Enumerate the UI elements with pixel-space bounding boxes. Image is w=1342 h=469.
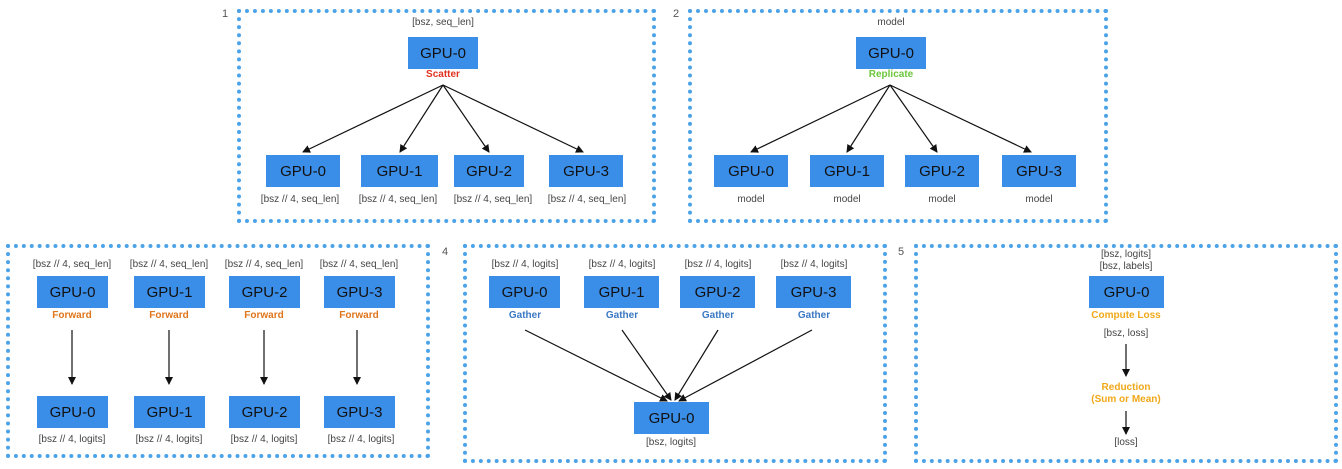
- panel1-op-scatter: Scatter: [426, 69, 460, 80]
- panel3-target-gpu-2: GPU-2: [229, 396, 300, 428]
- panel1-input-label: [bsz, seq_len]: [412, 17, 474, 28]
- panel3-bottom-label-2: [bsz // 4, logits]: [230, 434, 298, 445]
- panel5-input-label-2: [bsz, labels]: [1099, 261, 1153, 272]
- panel1-target-gpu-1: GPU-1: [361, 155, 438, 187]
- panel2-target-label-1: model: [833, 194, 861, 205]
- panel3-source-gpu-0: GPU-0: [37, 276, 108, 308]
- panel5-loss-label: [bsz, loss]: [1103, 328, 1149, 339]
- panel3-forward: [6, 244, 430, 458]
- panel3-target-gpu-3: GPU-3: [324, 396, 395, 428]
- panel4-target-label: [bsz, logits]: [645, 437, 697, 448]
- panel4-op-gather-1: Gather: [605, 310, 639, 321]
- panel2-target-label-2: model: [928, 194, 956, 205]
- panel2-input-label: model: [877, 17, 905, 28]
- panel1-target-label-0: [bsz // 4, seq_len]: [260, 194, 340, 205]
- panel1-target-label-3: [bsz // 4, seq_len]: [547, 194, 627, 205]
- panel4-top-label-1: [bsz // 4, logits]: [588, 259, 656, 270]
- panel4-target-gpu: GPU-0: [634, 402, 709, 434]
- panel2-replicate: [688, 9, 1108, 223]
- panel2-source-gpu: GPU-0: [856, 37, 926, 69]
- panel3-top-label-3: [bsz // 4, seq_len]: [319, 259, 399, 270]
- panel1-target-gpu-0: GPU-0: [266, 155, 340, 187]
- panel3-target-gpu-0: GPU-0: [37, 396, 108, 428]
- panel3-top-label-1: [bsz // 4, seq_len]: [129, 259, 209, 270]
- panel3-source-gpu-2: GPU-2: [229, 276, 300, 308]
- panel4-top-label-0: [bsz // 4, logits]: [491, 259, 559, 270]
- panel5-loss: [914, 244, 1338, 463]
- panel1-target-gpu-3: GPU-3: [549, 155, 623, 187]
- panel4-number: 4: [442, 246, 449, 258]
- panel4-source-gpu-3: GPU-3: [776, 276, 851, 308]
- panel2-op-replicate: Replicate: [868, 69, 914, 80]
- panel3-top-label-0: [bsz // 4, seq_len]: [32, 259, 112, 270]
- panel4-gather: [463, 244, 887, 463]
- panel2-number: 2: [673, 8, 680, 20]
- panel1-scatter: [237, 9, 656, 223]
- panel5-op-compute-loss: Compute Loss: [1091, 310, 1161, 321]
- panel1-target-label-1: [bsz // 4, seq_len]: [358, 194, 438, 205]
- panel3-source-gpu-1: GPU-1: [134, 276, 205, 308]
- panel3-arrows: [68, 330, 361, 385]
- panel1-arrows: [302, 84, 584, 153]
- panel3-op-forward-3: Forward: [339, 310, 379, 321]
- panel3-target-gpu-1: GPU-1: [134, 396, 205, 428]
- panel4-op-gather-0: Gather: [508, 310, 542, 321]
- panel5-number: 5: [898, 246, 905, 258]
- panel3-op-forward-1: Forward: [149, 310, 189, 321]
- panel3-bottom-label-3: [bsz // 4, logits]: [327, 434, 395, 445]
- panel2-target-gpu-1: GPU-1: [810, 155, 884, 187]
- panel4-arrows: [524, 329, 813, 402]
- panel2-target-label-3: model: [1025, 194, 1053, 205]
- panel4-op-gather-2: Gather: [701, 310, 735, 321]
- panel2-target-gpu-0: GPU-0: [714, 155, 788, 187]
- panel5-reduction-label: Reduction: [1101, 382, 1151, 393]
- panel5-input-label-1: [bsz, logits]: [1100, 249, 1152, 260]
- panel4-source-gpu-2: GPU-2: [680, 276, 755, 308]
- panel1-source-gpu: GPU-0: [408, 37, 478, 69]
- panel4-op-gather-3: Gather: [797, 310, 831, 321]
- panel1-number: 1: [222, 8, 229, 20]
- panel3-op-forward-0: Forward: [52, 310, 92, 321]
- panel4-source-gpu-0: GPU-0: [489, 276, 560, 308]
- panel2-target-gpu-3: GPU-3: [1002, 155, 1076, 187]
- panel2-arrows: [750, 84, 1032, 153]
- panel1-target-label-2: [bsz // 4, seq_len]: [453, 194, 533, 205]
- panel4-top-label-3: [bsz // 4, logits]: [780, 259, 848, 270]
- panel4-source-gpu-1: GPU-1: [584, 276, 659, 308]
- panel3-op-forward-2: Forward: [244, 310, 284, 321]
- panel2-target-gpu-2: GPU-2: [905, 155, 979, 187]
- panel5-result-label: [loss]: [1114, 437, 1138, 448]
- panel3-source-gpu-3: GPU-3: [324, 276, 395, 308]
- panel2-target-label-0: model: [737, 194, 765, 205]
- panel3-bottom-label-0: [bsz // 4, logits]: [38, 434, 106, 445]
- panel4-top-label-2: [bsz // 4, logits]: [684, 259, 752, 270]
- panel1-target-gpu-2: GPU-2: [454, 155, 524, 187]
- panel3-bottom-label-1: [bsz // 4, logits]: [135, 434, 203, 445]
- panel3-top-label-2: [bsz // 4, seq_len]: [224, 259, 304, 270]
- panel5-reduction-mode: (Sum or Mean): [1091, 394, 1161, 405]
- panel5-source-gpu: GPU-0: [1089, 276, 1164, 308]
